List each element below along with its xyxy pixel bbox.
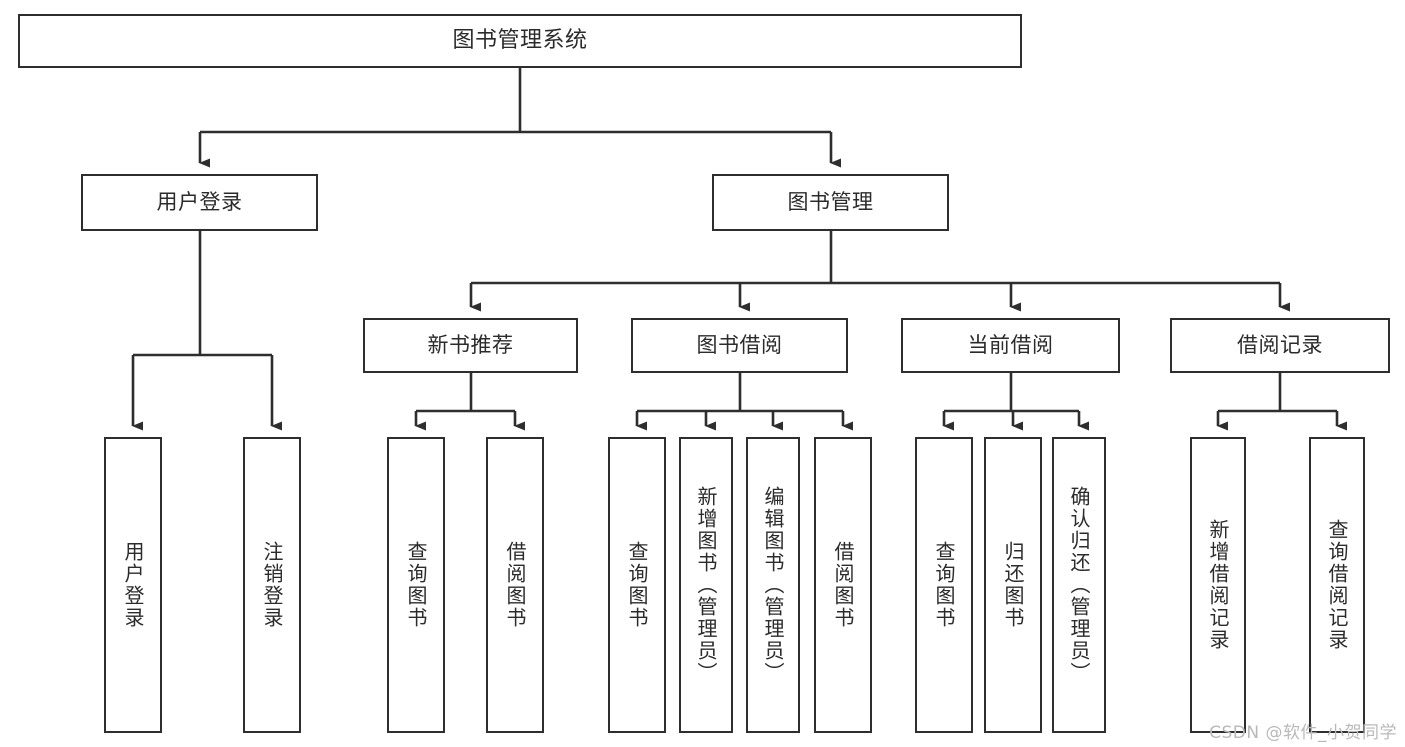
node-label: 查询图书 xyxy=(404,541,428,629)
node-leaf-query-book-2[interactable]: 查询图书 xyxy=(608,437,666,733)
node-label: 当前借阅 xyxy=(967,333,1054,358)
node-label: 借阅图书 xyxy=(831,541,855,629)
node-label: 确认归还（管理员） xyxy=(1067,486,1091,684)
node-leaf-return-book[interactable]: 归还图书 xyxy=(984,437,1042,733)
node-root[interactable]: 图书管理系统 xyxy=(18,14,1022,68)
node-label: 新增图书（管理员） xyxy=(694,486,718,684)
node-book-manage[interactable]: 图书管理 xyxy=(712,174,949,231)
node-label: 图书管理 xyxy=(787,190,874,215)
node-leaf-query-book-3[interactable]: 查询图书 xyxy=(915,437,973,733)
node-new-book-recommend[interactable]: 新书推荐 xyxy=(363,318,578,373)
node-leaf-borrow-book-2[interactable]: 借阅图书 xyxy=(814,437,872,733)
node-label: 查询图书 xyxy=(932,541,956,629)
node-label: 查询借阅记录 xyxy=(1325,519,1349,651)
node-label: 归还图书 xyxy=(1001,541,1025,629)
node-label: 图书管理系统 xyxy=(452,28,588,54)
node-current-borrow[interactable]: 当前借阅 xyxy=(901,318,1120,373)
node-leaf-confirm-return-admin[interactable]: 确认归还（管理员） xyxy=(1052,437,1106,733)
node-user-login[interactable]: 用户登录 xyxy=(81,174,318,231)
watermark-label: CSDN @软件_小贺同学 xyxy=(1209,723,1397,743)
node-label: 用户登录 xyxy=(121,541,145,629)
node-leaf-edit-book-admin[interactable]: 编辑图书（管理员） xyxy=(746,437,800,733)
node-label: 借阅图书 xyxy=(503,541,527,629)
node-leaf-add-book-admin[interactable]: 新增图书（管理员） xyxy=(679,437,733,733)
node-label: 图书借阅 xyxy=(696,333,783,358)
node-leaf-add-borrow-record[interactable]: 新增借阅记录 xyxy=(1190,437,1246,733)
node-label: 用户登录 xyxy=(156,190,243,215)
node-label: 新增借阅记录 xyxy=(1206,519,1230,651)
node-leaf-query-borrow-record[interactable]: 查询借阅记录 xyxy=(1309,437,1365,733)
node-label: 查询图书 xyxy=(625,541,649,629)
node-leaf-query-book-1[interactable]: 查询图书 xyxy=(387,437,445,733)
node-label: 注销登录 xyxy=(260,541,284,629)
node-leaf-user-login[interactable]: 用户登录 xyxy=(104,437,162,733)
node-leaf-logout-login[interactable]: 注销登录 xyxy=(243,437,301,733)
node-borrow-record[interactable]: 借阅记录 xyxy=(1170,318,1390,373)
node-label: 借阅记录 xyxy=(1237,333,1323,358)
node-leaf-borrow-book-1[interactable]: 借阅图书 xyxy=(486,437,544,733)
node-book-borrow[interactable]: 图书借阅 xyxy=(631,318,848,373)
node-label: 编辑图书（管理员） xyxy=(761,486,785,684)
node-label: 新书推荐 xyxy=(427,333,514,358)
